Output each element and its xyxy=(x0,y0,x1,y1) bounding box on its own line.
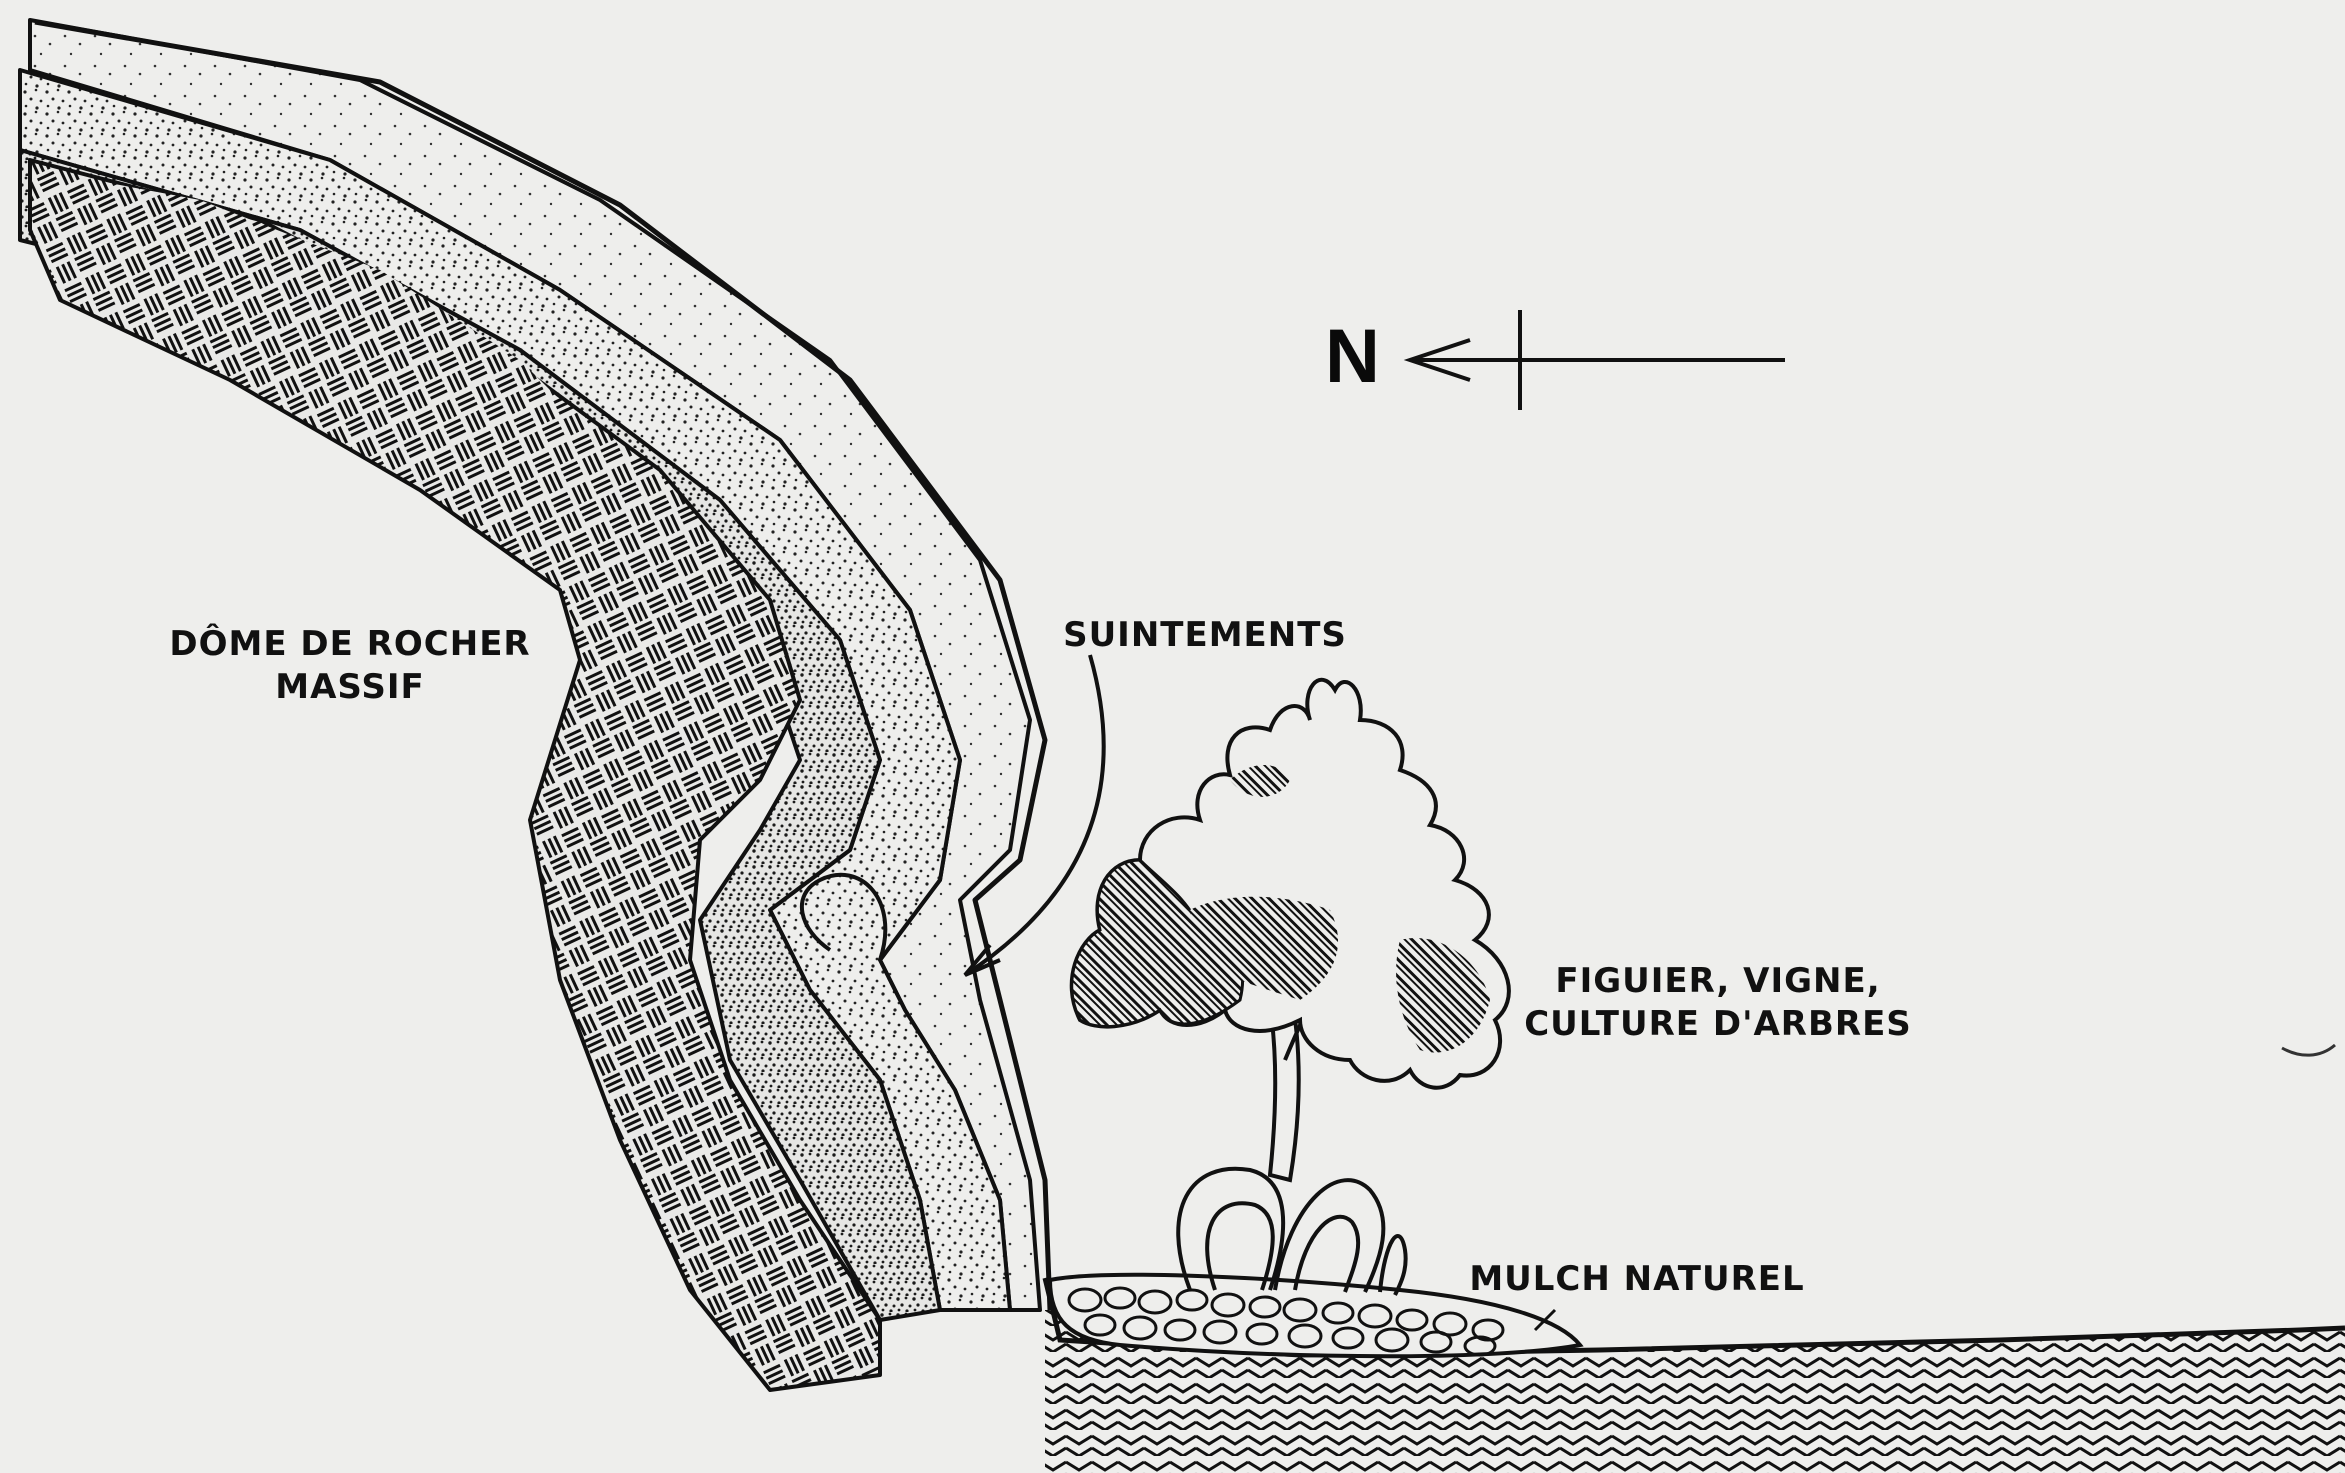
fig-tree xyxy=(1072,680,1509,1295)
label-trees-line2: CULTURE D'ARBRES xyxy=(1524,1004,1912,1044)
north-letter: N xyxy=(1325,314,1380,399)
label-dome-line1: DÔME DE ROCHER xyxy=(169,623,530,664)
north-arrow: N xyxy=(1325,310,1785,410)
label-dome-line2: MASSIF xyxy=(275,667,424,707)
rock-dome xyxy=(20,20,1050,1390)
edge-mark xyxy=(2282,1045,2335,1055)
label-trees-line1: FIGUIER, VIGNE, xyxy=(1555,961,1880,1001)
label-seepage: SUINTEMENTS xyxy=(1063,615,1347,655)
tree-base-shoots xyxy=(1178,1169,1405,1295)
label-mulch: MULCH NATUREL xyxy=(1469,1259,1804,1299)
